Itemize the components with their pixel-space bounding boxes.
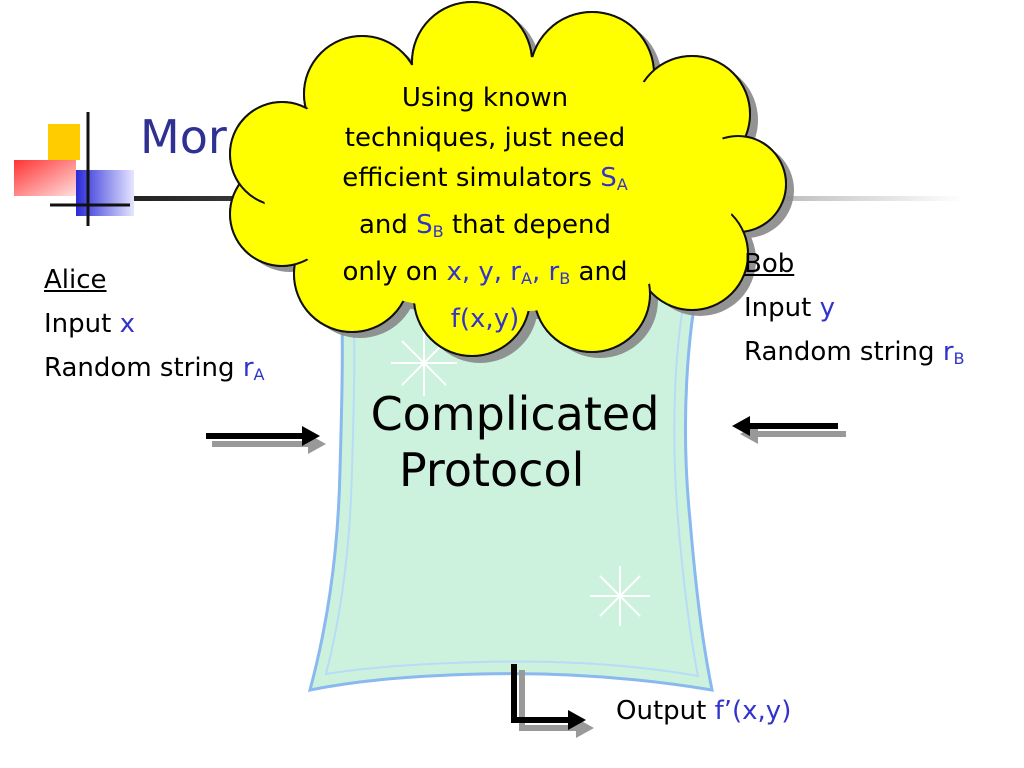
cloud-line3: efficient simulators SA <box>342 163 628 195</box>
protocol-line2: Protocol <box>399 443 585 497</box>
output-label: Output f’(x,y) <box>616 696 791 726</box>
alice-random-var: rA <box>242 353 265 385</box>
output-arrow <box>511 664 594 738</box>
output-text: Output <box>616 696 707 726</box>
protocol-label: Complicated Protocol <box>335 386 695 498</box>
alice-header: Alice <box>44 265 107 295</box>
logo-squares <box>14 112 134 226</box>
cloud-line1: Using known <box>401 83 569 113</box>
bob-input-var: y <box>819 293 835 323</box>
bob-arrow <box>732 416 846 444</box>
alice-random-line: Random string rA <box>44 346 265 397</box>
alice-input-var: x <box>119 309 135 339</box>
cloud-line6: f(x,y) <box>450 304 520 335</box>
output-value: f’(x,y) <box>714 696 792 726</box>
alice-input-label: Input <box>44 309 112 339</box>
sparkle-icon <box>590 566 650 626</box>
cloud-text: Using known techniques, just need effici… <box>300 78 670 339</box>
slide-title: Mor <box>140 110 227 164</box>
bob-random-label: Random string <box>744 337 935 367</box>
bob-block: Bob Input y Random string rB <box>744 242 965 381</box>
bob-header: Bob <box>744 249 795 279</box>
alice-input-line: Input x <box>44 302 265 346</box>
cloud-line2: techniques, just need <box>344 123 626 153</box>
bob-input-line: Input y <box>744 286 965 330</box>
bob-random-var: rB <box>942 337 965 369</box>
cloud-line5: only on x, y, rA, rB and <box>342 257 628 289</box>
cloud-line4: and SB that depend <box>358 210 612 242</box>
alice-arrow <box>206 426 326 454</box>
sparkle-icon <box>391 330 457 396</box>
protocol-line1: Complicated <box>370 387 660 441</box>
alice-block: Alice Input x Random string rA <box>44 258 265 397</box>
bob-random-line: Random string rB <box>744 330 965 381</box>
alice-random-label: Random string <box>44 353 235 383</box>
bob-input-label: Input <box>744 293 812 323</box>
